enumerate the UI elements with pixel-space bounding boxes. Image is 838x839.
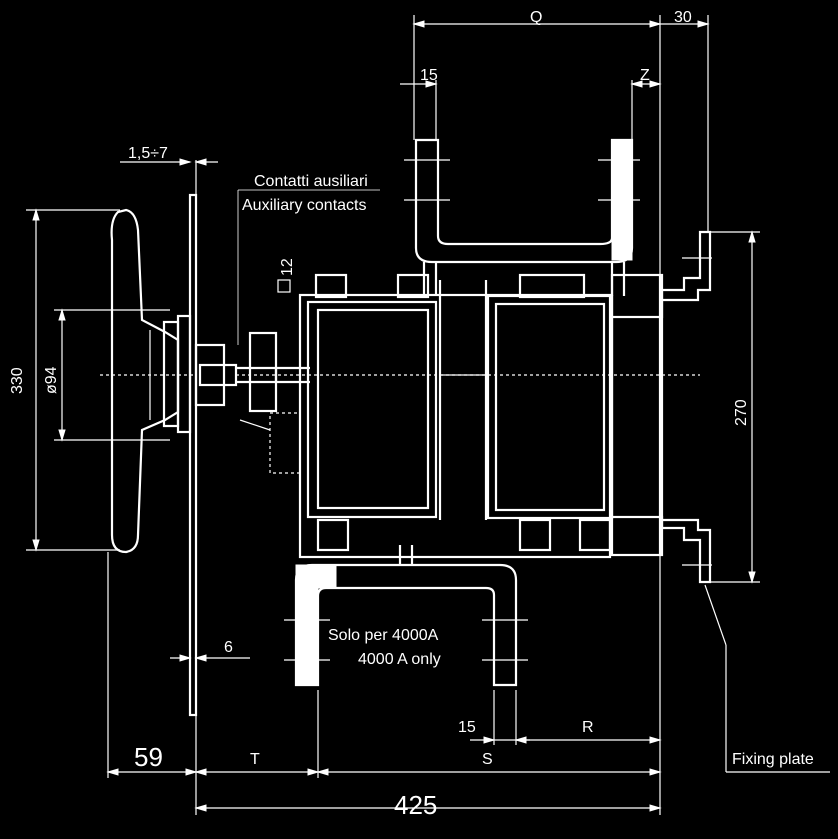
dim-425: 425 xyxy=(394,790,437,820)
dim-s: S xyxy=(482,751,493,768)
auxiliary-contacts-leader xyxy=(237,189,380,345)
front-panel xyxy=(188,160,198,717)
label-auxiliary-en: Auxiliary contacts xyxy=(242,197,367,214)
switch-body xyxy=(236,273,700,559)
label-auxiliary-it: Contatti ausiliari xyxy=(254,173,368,190)
dim-q: Q xyxy=(530,9,542,26)
label-only-en: 4000 A only xyxy=(358,651,441,668)
top-busbars xyxy=(404,138,640,296)
label-fixing-plate: Fixing plate xyxy=(732,751,814,768)
dim-94: ø94 xyxy=(43,366,60,394)
dimension-lines xyxy=(26,15,830,815)
dim-15-top: 15 xyxy=(420,67,438,84)
dim-15-bottom: 15 xyxy=(458,719,476,736)
square-symbol-icon xyxy=(277,279,291,293)
dim-6: 6 xyxy=(224,639,233,656)
dim-square-12: 12 xyxy=(279,258,296,276)
bottom-busbars xyxy=(284,545,528,687)
dim-t: T xyxy=(250,751,260,768)
dim-1-5-7: 1,5÷7 xyxy=(128,145,168,162)
label-only-it: Solo per 4000A xyxy=(328,627,439,644)
dim-59: 59 xyxy=(134,742,163,772)
dim-330: 330 xyxy=(9,367,26,394)
dim-z: Z xyxy=(640,67,650,84)
shaft-coupling xyxy=(194,331,310,474)
dim-r: R xyxy=(582,719,594,736)
dim-30: 30 xyxy=(674,9,692,26)
dim-270: 270 xyxy=(733,399,750,426)
